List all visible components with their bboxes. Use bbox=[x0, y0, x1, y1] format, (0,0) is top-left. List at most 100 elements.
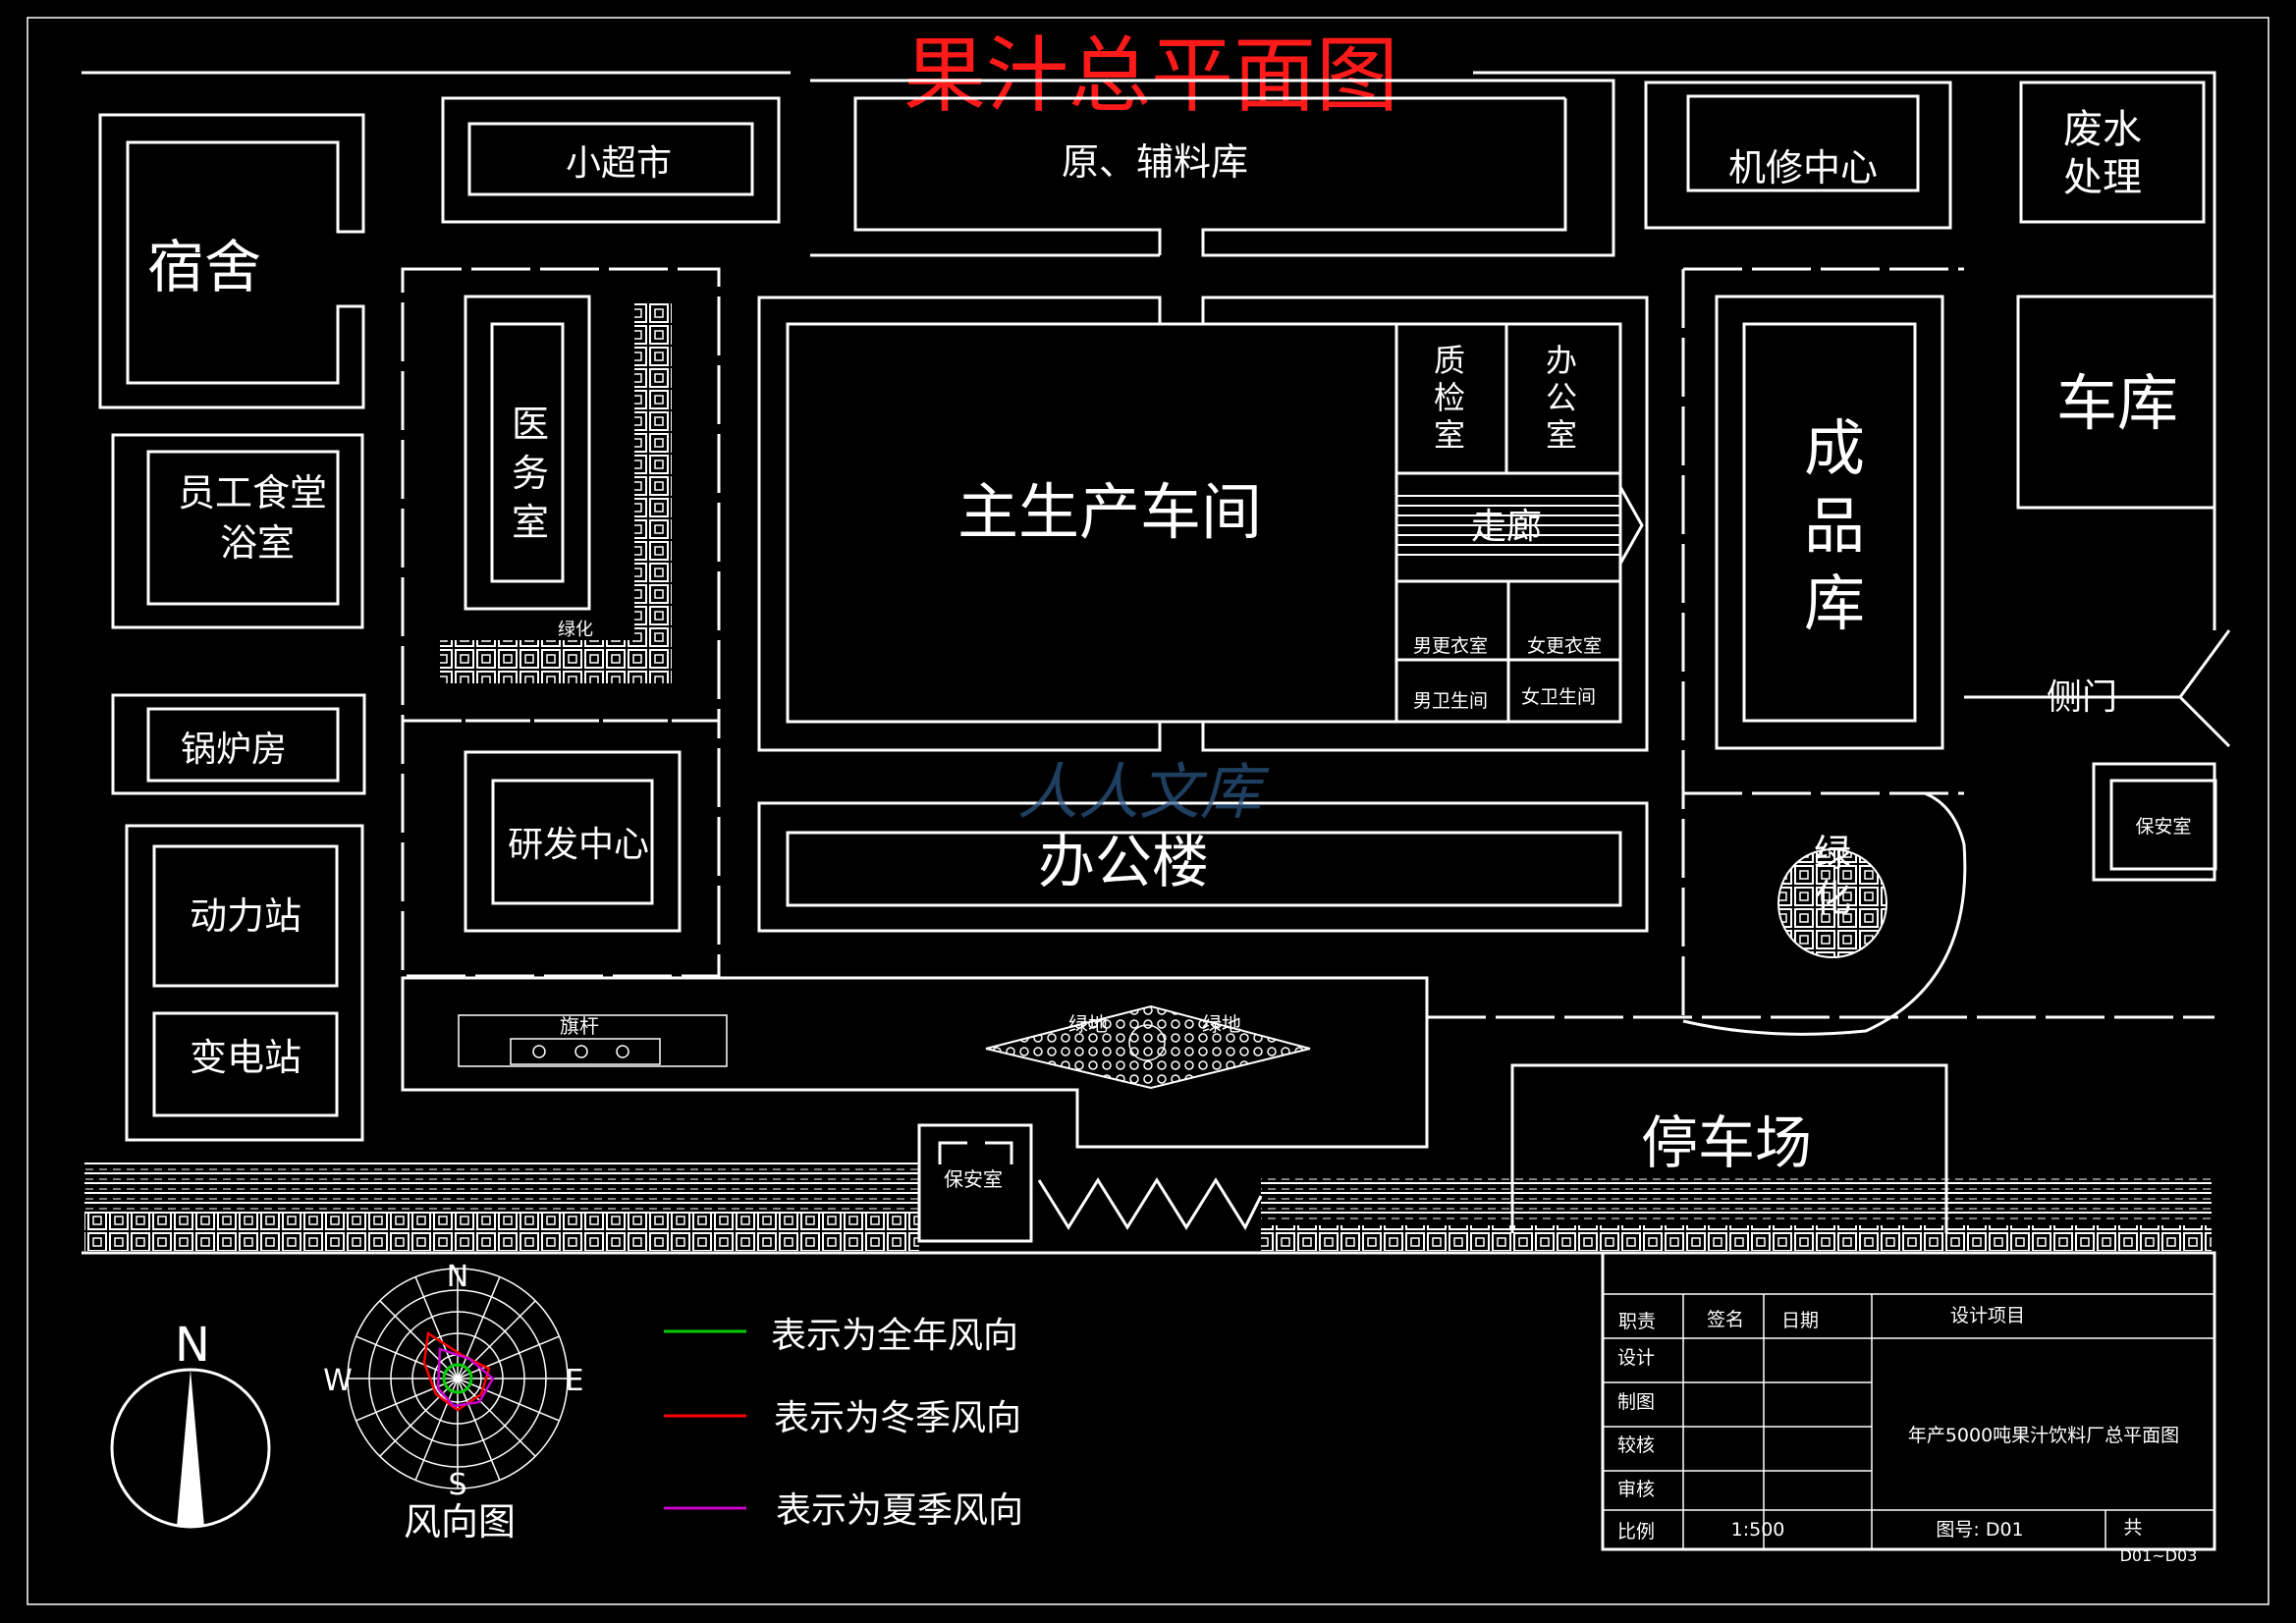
tb-project-name: 年产5000吨果汁饮料厂总平面图 bbox=[1908, 1425, 2179, 1446]
female-toilet-label: 女卫生间 bbox=[1521, 686, 1596, 708]
wind-rose-spoke bbox=[457, 1378, 536, 1457]
dormitory-outline bbox=[98, 113, 365, 409]
boiler-inner bbox=[146, 707, 340, 783]
security-right-inner bbox=[2109, 779, 2217, 871]
flagpole-label: 旗杆 bbox=[560, 1014, 599, 1038]
substation-box bbox=[152, 1011, 339, 1117]
main-gate-zigzag bbox=[1037, 1177, 1263, 1231]
mini-market-outer bbox=[441, 96, 781, 224]
tb-header-date: 日期 bbox=[1781, 1310, 1819, 1331]
finished-store-inner bbox=[1742, 322, 1917, 723]
garage-box bbox=[2016, 295, 2216, 510]
medical-label-1: 医 bbox=[512, 403, 549, 446]
wind-rose-west: W bbox=[323, 1364, 353, 1398]
canteen-inner bbox=[146, 450, 340, 606]
north-arrow-label: N bbox=[175, 1318, 210, 1373]
title-block-frame bbox=[1601, 1251, 2216, 1551]
drawing-title: 果汁总平面图 bbox=[903, 27, 1398, 124]
parking-label: 停车场 bbox=[1641, 1109, 1812, 1176]
dormitory-label: 宿舍 bbox=[147, 234, 261, 300]
mini-market-label: 小超市 bbox=[566, 143, 672, 184]
wind-rose-spoke bbox=[457, 1378, 560, 1422]
office-building-label: 办公楼 bbox=[1038, 829, 1209, 895]
fence-left-brick bbox=[84, 1214, 919, 1251]
parking-box bbox=[1510, 1063, 1948, 1233]
diamond-green bbox=[985, 1004, 1311, 1090]
finished-store-label-2: 品 bbox=[1804, 490, 1865, 562]
tb-drawing-no: 图号: D01 bbox=[1936, 1519, 2023, 1541]
wind-rose-spoke bbox=[457, 1335, 560, 1380]
side-gate-symbol bbox=[2178, 629, 2231, 748]
wind-rose-spoke bbox=[457, 1300, 536, 1380]
main-workshop-label: 主生产车间 bbox=[957, 476, 1262, 548]
corridor-hatch bbox=[1396, 487, 1620, 564]
male-toilet-label: 男卫生间 bbox=[1413, 690, 1488, 712]
rnd-zone-dashed bbox=[401, 719, 721, 978]
canteen-label-1: 员工食堂 bbox=[178, 471, 327, 514]
tb-sheets-total: 共 bbox=[2123, 1517, 2142, 1539]
legend-text-annual: 表示为全年风向 bbox=[771, 1316, 1018, 1356]
wind-rose-spoke bbox=[355, 1378, 459, 1422]
security-gate-label: 保安室 bbox=[944, 1167, 1003, 1191]
tb-row-check: 较核 bbox=[1617, 1434, 1655, 1456]
wind-rose-label: 风向图 bbox=[404, 1500, 516, 1543]
mini-market-inner bbox=[467, 122, 754, 196]
medical-label-3: 室 bbox=[512, 501, 549, 544]
machine-repair-inner bbox=[1686, 94, 1920, 192]
garage-label: 车库 bbox=[2056, 367, 2178, 439]
round-greening-label-2: 化 bbox=[1814, 877, 1851, 920]
round-road bbox=[1682, 791, 1967, 1036]
north-arrow-pointer bbox=[177, 1370, 204, 1527]
corridor-arrow bbox=[1618, 486, 1644, 565]
wind-rose-spoke bbox=[379, 1300, 459, 1380]
finished-zone-dashed bbox=[1681, 267, 1964, 1021]
tb-row-draw: 制图 bbox=[1617, 1391, 1655, 1413]
fence-left bbox=[84, 1162, 919, 1215]
wastewater-label-1: 废水 bbox=[2063, 107, 2142, 152]
office-label-2: 公 bbox=[1546, 379, 1577, 416]
female-locker-label: 女更衣室 bbox=[1527, 635, 1602, 657]
canteen-label-2: 浴室 bbox=[220, 521, 295, 565]
flagpole-base-3 bbox=[616, 1045, 629, 1058]
finished-store-label-3: 库 bbox=[1804, 568, 1865, 639]
power-station-box bbox=[152, 844, 339, 988]
power-block-outer bbox=[125, 824, 364, 1142]
substation-label: 变电站 bbox=[190, 1036, 301, 1079]
machine-repair-label: 机修中心 bbox=[1728, 146, 1878, 189]
tb-header-project: 设计项目 bbox=[1950, 1305, 2025, 1326]
security-right-label: 保安室 bbox=[2135, 816, 2191, 838]
qc-label-2: 检 bbox=[1434, 379, 1465, 416]
greening-strip-vertical bbox=[634, 302, 672, 640]
flagpole-outer bbox=[458, 1014, 728, 1067]
greening-strip-horizontal bbox=[440, 640, 672, 683]
wind-rose-south: S bbox=[448, 1468, 466, 1502]
medical-inner bbox=[490, 322, 565, 583]
round-greening-label-1: 绿 bbox=[1814, 832, 1851, 875]
wind-rose-spoke bbox=[379, 1378, 459, 1457]
side-gate-label: 侧门 bbox=[2047, 677, 2117, 718]
tb-scale-label: 比例 bbox=[1617, 1521, 1655, 1542]
wind-rose-summer bbox=[436, 1347, 495, 1408]
legend-text-winter: 表示为冬季风向 bbox=[774, 1398, 1021, 1438]
office-building-outer bbox=[757, 801, 1649, 933]
qc-label-3: 室 bbox=[1434, 416, 1465, 454]
raw-store-outline bbox=[810, 79, 1615, 257]
tb-header-sign: 签名 bbox=[1707, 1309, 1744, 1330]
finished-store-label-1: 成 bbox=[1804, 412, 1865, 484]
office-label-1: 办 bbox=[1546, 342, 1577, 379]
diamond-green-center bbox=[1128, 1024, 1166, 1061]
greening-small-label: 绿化 bbox=[558, 620, 593, 640]
corridor-label: 走廊 bbox=[1471, 507, 1542, 547]
boiler-outer bbox=[111, 693, 366, 795]
flagpole-base-1 bbox=[532, 1045, 546, 1058]
wind-rose-north: N bbox=[447, 1260, 468, 1294]
medical-label-2: 务 bbox=[512, 452, 549, 495]
wind-rose-spoke bbox=[457, 1378, 501, 1481]
fence-right bbox=[1261, 1178, 2212, 1219]
tb-row-review: 审核 bbox=[1617, 1479, 1655, 1500]
outer-frame bbox=[27, 17, 2269, 1605]
green-left-label: 绿地 bbox=[1068, 1012, 1108, 1036]
wind-rose-winter bbox=[422, 1330, 491, 1412]
wind-rose-spoke bbox=[414, 1378, 459, 1481]
wind-rose-annual bbox=[442, 1363, 473, 1394]
